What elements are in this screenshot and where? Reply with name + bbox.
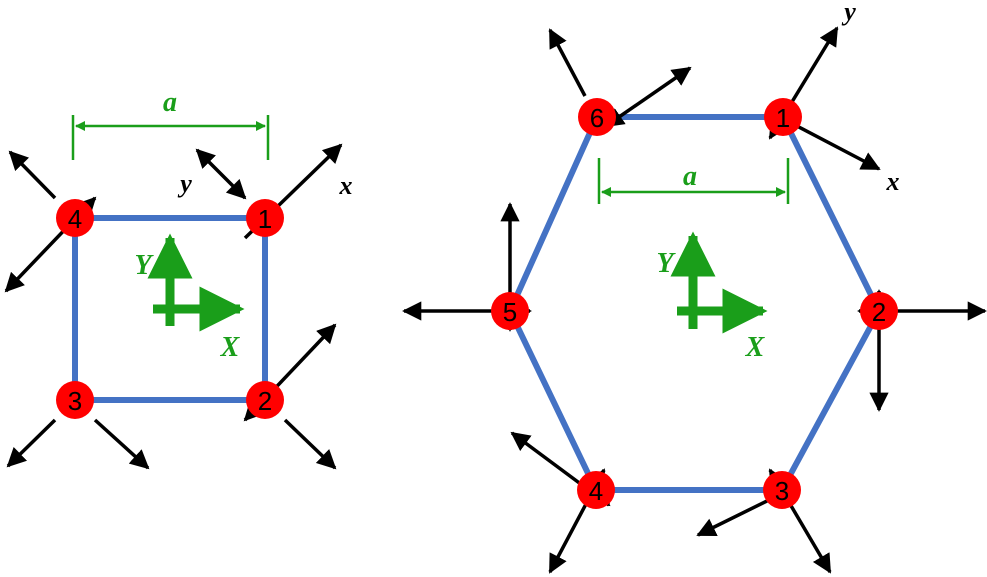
hexagon-node-5: 5: [491, 292, 529, 330]
arrow: [195, 148, 247, 200]
node-marker: [763, 471, 801, 509]
square-local-y-label: y: [177, 169, 192, 198]
node-label: 1: [776, 103, 790, 133]
square-node-4: 4: [56, 199, 94, 237]
node-marker: [578, 98, 616, 136]
square-global-y-label: Y: [134, 250, 154, 281]
hexagon-node-1: 1: [764, 98, 802, 136]
node-marker: [246, 199, 284, 237]
node-label: 1: [258, 204, 272, 234]
arrow: [93, 418, 150, 470]
node-marker: [860, 292, 898, 330]
node-label: 4: [68, 204, 82, 234]
hexagon-local-x-label: x: [886, 167, 900, 196]
arrow: [8, 150, 57, 200]
node-marker: [56, 381, 94, 419]
node-label: 5: [503, 297, 517, 327]
hexagon-diagram: a Y X: [402, 0, 987, 574]
hexagon-node-3: 3: [763, 471, 801, 509]
arrow: [604, 66, 692, 128]
hexagon-node-2: 2: [860, 292, 898, 330]
square-local-x-label: x: [339, 171, 353, 200]
square-node-3: 3: [56, 381, 94, 419]
node-label: 2: [872, 297, 886, 327]
node-label: 2: [258, 386, 272, 416]
square-spacing-label: a: [163, 87, 177, 118]
node-marker: [577, 471, 615, 509]
hexagon-global-x-label: X: [745, 332, 766, 363]
hexagon-node-4: 4: [577, 471, 615, 509]
square-global-axes: Y X: [134, 233, 245, 363]
node-marker: [491, 292, 529, 330]
node-label: 3: [775, 476, 789, 506]
node-marker: [246, 381, 284, 419]
hexagon-spacing-label: a: [683, 161, 697, 192]
node-marker: [56, 199, 94, 237]
arrow: [696, 496, 774, 537]
square-spacing-dimension: a: [71, 87, 270, 160]
arrow: [6, 418, 57, 468]
square-node-2: 2: [246, 381, 284, 419]
hexagon-node-6: 6: [578, 98, 616, 136]
node-label: 3: [68, 386, 82, 416]
arrow: [548, 28, 587, 97]
square-node-1: 1: [246, 199, 284, 237]
hexagon-local-y-label: y: [841, 0, 856, 26]
hexagon-spacing-dimension: a: [597, 158, 790, 204]
hexagon-global-y-label: Y: [656, 248, 676, 279]
arrow: [283, 418, 337, 470]
node-label: 6: [590, 103, 604, 133]
square-global-x-label: X: [220, 332, 241, 363]
node-label: 4: [589, 476, 603, 506]
arrow: [794, 123, 881, 171]
square-diagram: a Y X y x 1 2: [4, 87, 353, 470]
hexagon-global-axes: Y X: [656, 231, 768, 363]
node-marker: [764, 98, 802, 136]
